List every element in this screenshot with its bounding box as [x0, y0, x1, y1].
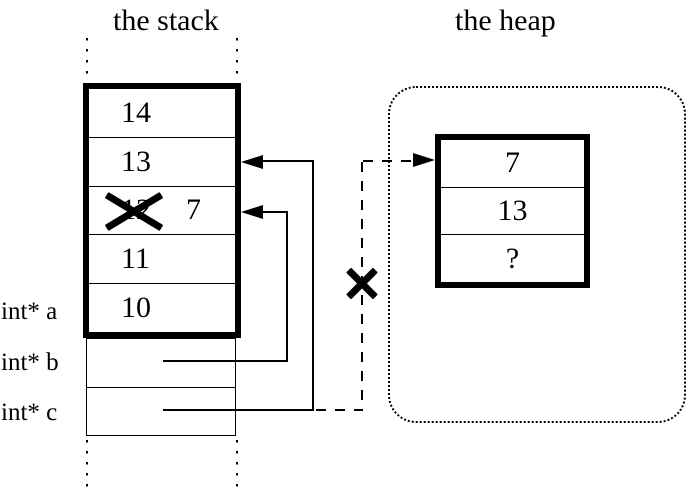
stack-cell-value: 11: [121, 242, 150, 276]
stack-cell-10: 10: [89, 283, 235, 332]
pointer-b-arrowhead-icon: [241, 205, 263, 219]
pointer-c-arrowhead-icon: [241, 155, 263, 169]
stack-column-dotted-line-top-left: [85, 38, 88, 81]
pointer-b-line-horizontal: [163, 360, 288, 362]
stack-cell-value: 14: [121, 95, 151, 129]
stack-cell-13: 13: [89, 136, 235, 186]
stack-cell-12-overwritten: 12 7: [89, 185, 235, 235]
stack-pointer-cells-box: [86, 338, 236, 436]
pointer-cell-c: [87, 386, 235, 436]
heap-cell-0: 7: [441, 140, 584, 187]
invalid-pointer-x-icon: [347, 268, 377, 299]
stack-frame-box: 14 13 12 7 11 10: [83, 83, 241, 338]
heap-cell-1: 13: [441, 186, 584, 235]
var-label-c: int* c: [1, 399, 58, 426]
old-heap-pointer-arrowhead-icon: [413, 153, 435, 167]
pointer-c-line-vertical: [312, 161, 314, 411]
old-heap-pointer-dashed-bottom: [316, 409, 363, 411]
stack-cell-11: 11: [89, 234, 235, 283]
heap-region-boundary: [388, 86, 686, 423]
stack-column-dotted-line-top-right: [235, 38, 238, 81]
heap-block-box: 7 13 ?: [435, 134, 590, 288]
stack-cell-new-value: 7: [186, 193, 201, 227]
strikethrough-x-icon: [106, 195, 162, 228]
pointer-c-line-to-arrow: [246, 160, 314, 162]
pointer-b-line-vertical: [286, 212, 288, 362]
var-label-b: int* b: [1, 349, 59, 376]
stack-title: the stack: [113, 4, 219, 37]
stack-column-dotted-line-bottom-right: [235, 440, 238, 487]
pointer-c-line-horizontal: [163, 409, 314, 411]
heap-cell-2: ?: [441, 234, 584, 282]
var-label-a: int* a: [1, 298, 58, 325]
stack-cell-value: 13: [121, 144, 151, 178]
heap-cell-value: ?: [505, 241, 520, 275]
stack-cell-value: 10: [121, 291, 151, 325]
pointer-b-line-to-arrow: [246, 211, 288, 213]
stack-column-dotted-line-bottom-left: [85, 440, 88, 487]
heap-cell-value: 7: [505, 146, 520, 180]
heap-title: the heap: [455, 4, 556, 37]
heap-cell-value: 13: [497, 194, 528, 227]
pointer-cell-b: [87, 339, 235, 387]
stack-cell-14: 14: [89, 89, 235, 137]
